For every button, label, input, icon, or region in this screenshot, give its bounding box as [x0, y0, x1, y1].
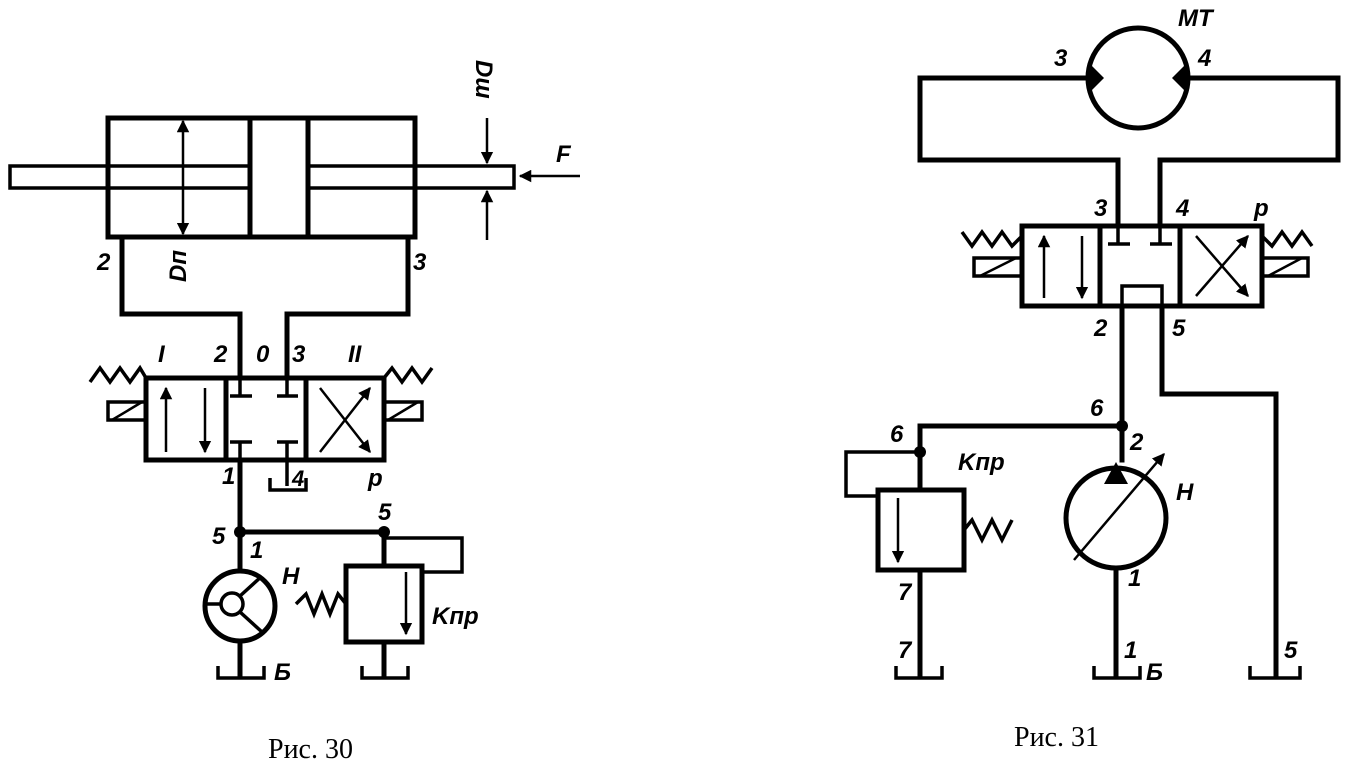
label-val-port-3: 3 — [292, 341, 306, 368]
valve-body-31 — [1019, 223, 1265, 309]
line-motor-4 — [1157, 75, 1341, 229]
label-force: F — [556, 141, 572, 168]
solenoid-left-31 — [972, 256, 1024, 278]
relief-spring — [294, 589, 348, 619]
spring-right-31 — [1260, 228, 1314, 250]
cylinder-body — [105, 115, 418, 240]
label-pos-1: I — [158, 341, 166, 368]
line-cyl-port-3 — [284, 234, 411, 381]
label-node-5-left: 5 — [212, 523, 226, 550]
line-cyl-port-2 — [119, 234, 243, 381]
label-node-1: 1 — [250, 537, 263, 564]
spring-left-31 — [960, 228, 1024, 250]
label-val-port-3-31: 3 — [1094, 195, 1108, 222]
valve-body — [143, 375, 387, 463]
label-val-port-1: 1 — [222, 463, 235, 490]
piston — [247, 115, 311, 240]
label-node-6-left: 6 — [890, 421, 904, 448]
label-cyl-port-3: 3 — [413, 249, 427, 276]
label-val-port-4-31: 4 — [1175, 195, 1189, 222]
label-tank-1: 1 — [1124, 637, 1137, 664]
label-pump-port-2: 2 — [1129, 429, 1144, 456]
rod-diameter-dimension: Dш — [470, 60, 497, 240]
label-pump-31: H — [1176, 479, 1194, 506]
piston-rod-right — [306, 164, 516, 190]
node-5-left — [234, 526, 246, 538]
drain-tank — [268, 478, 308, 492]
solenoid-right — [382, 400, 424, 422]
label-val-port-2: 2 — [213, 341, 228, 368]
solenoid-left — [106, 400, 148, 422]
label-val-port-4: 4 — [291, 466, 304, 491]
caption-31: Рис. 31 — [1014, 722, 1099, 753]
figure-30: Dп Dш F 2 3 — [8, 60, 580, 765]
label-port-7: 7 — [898, 579, 913, 606]
label-tank-31: Б — [1146, 659, 1163, 686]
label-dp: Dп — [165, 250, 192, 282]
relief-valve-30 — [294, 529, 464, 680]
tank-relief-30 — [360, 666, 410, 680]
label-motor-port-3: 3 — [1054, 45, 1068, 72]
label-dsh: Dш — [470, 60, 497, 99]
hydraulic-cylinder — [8, 115, 516, 240]
solenoid-right-31 — [1260, 256, 1310, 278]
piston-rod-left — [8, 164, 252, 190]
pump-30 — [202, 568, 278, 680]
label-node-5-right: 5 — [378, 499, 392, 526]
label-relief-30: Kпр — [432, 603, 479, 630]
hydraulic-motor — [1085, 25, 1191, 131]
label-val-port-5-31: 5 — [1172, 315, 1186, 342]
tank-pump-31 — [1092, 666, 1142, 680]
label-tank-30: Б — [274, 659, 291, 686]
label-pos-2: II — [348, 341, 363, 368]
tank-7 — [894, 666, 944, 680]
pump-31 — [1063, 453, 1169, 680]
label-tank-7: 7 — [898, 637, 913, 664]
label-relief-31: Kпр — [958, 449, 1005, 476]
label-node-6-right: 6 — [1090, 395, 1104, 422]
label-motor: MT — [1178, 5, 1215, 32]
relief-body — [343, 563, 425, 645]
caption-30: Рис. 30 — [268, 734, 353, 765]
relief-body-31 — [875, 487, 967, 573]
node-6-right — [1116, 420, 1128, 432]
label-pump-port-1: 1 — [1128, 565, 1141, 592]
pump-circle — [202, 568, 278, 644]
force-arrow: F — [518, 141, 580, 183]
piston-diameter-dimension: Dп — [165, 119, 192, 282]
label-motor-port-4: 4 — [1197, 45, 1211, 72]
spring-right — [382, 364, 434, 386]
relief-spring-31 — [962, 516, 1014, 544]
label-pump-30: H — [282, 563, 300, 590]
label-val-p-31: p — [1253, 195, 1269, 222]
line-return-5 — [1159, 303, 1279, 679]
label-cyl-port-2: 2 — [96, 249, 111, 276]
label-tank-5: 5 — [1284, 637, 1298, 664]
spring-left — [88, 364, 148, 386]
label-val-port-0: 0 — [256, 341, 270, 368]
tank-pump-30 — [216, 666, 266, 680]
figure-31: MT 3 4 3 4 p — [844, 5, 1341, 753]
relief-valve-31 — [844, 450, 1014, 680]
label-val-port-2-31: 2 — [1093, 315, 1108, 342]
line-motor-3 — [917, 75, 1121, 229]
tank-5 — [1248, 666, 1302, 680]
label-val-p: p — [367, 465, 383, 492]
directional-valve-31 — [960, 223, 1314, 309]
directional-valve-30 — [88, 364, 434, 463]
